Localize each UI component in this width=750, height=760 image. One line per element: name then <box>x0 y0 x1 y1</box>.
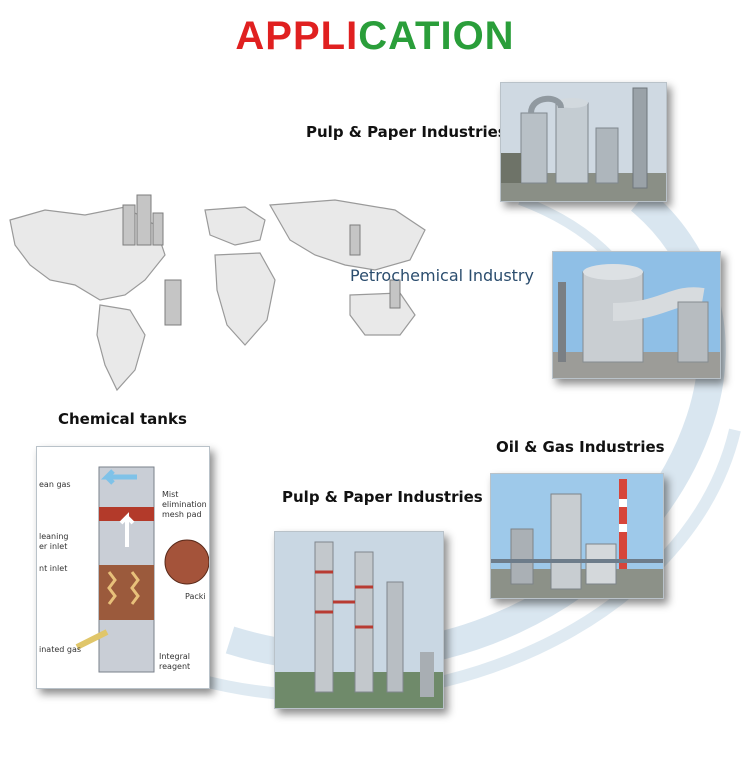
page-title: APPLICATION <box>0 14 750 59</box>
photo-pulp-paper-top <box>500 82 667 202</box>
label-petrochemical: Petrochemical Industry <box>350 266 534 285</box>
label-pulp-paper-top: Pulp & Paper Industries <box>306 123 507 141</box>
photo-oil-gas <box>490 473 664 599</box>
diagram-label-inated-gas: inated gas <box>39 645 81 654</box>
label-chemical-tanks: Chemical tanks <box>58 410 187 428</box>
title-part-green: CATION <box>358 14 515 58</box>
photo-petrochemical <box>552 251 721 379</box>
world-map <box>9 194 426 392</box>
diagram-label-integral: Integral <box>159 652 190 661</box>
diagram-label-clean-gas: ean gas <box>39 480 71 489</box>
diagram-label-elimination: elimination <box>162 500 207 509</box>
photo-pulp-paper-bottom <box>274 531 444 709</box>
diagram-label-packing: Packi <box>185 592 206 601</box>
diagram-label-cleaning: leaning <box>39 532 69 541</box>
diagram-label-inlet: er inlet <box>39 542 67 551</box>
diagram-label-nt-inlet: nt inlet <box>39 564 67 573</box>
title-part-red: APPLI <box>235 14 359 58</box>
label-pulp-paper-bottom: Pulp & Paper Industries <box>282 488 483 506</box>
diagram-label-mist: Mist <box>162 490 178 499</box>
chemical-tank-diagram: ean gas Mist elimination mesh pad leanin… <box>36 446 210 689</box>
diagram-label-reagent: reagent <box>159 662 190 671</box>
diagram-label-mesh-pad: mesh pad <box>162 510 202 519</box>
label-oil-gas: Oil & Gas Industries <box>496 438 665 456</box>
